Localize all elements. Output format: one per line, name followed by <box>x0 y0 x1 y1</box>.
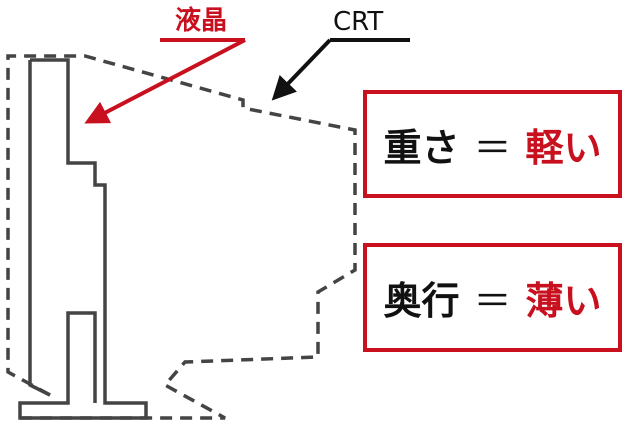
lcd-label: 液晶 <box>175 6 228 36</box>
lcd-outline <box>18 58 148 420</box>
weight-comparison-box: 重さ ＝ 軽い <box>363 90 622 198</box>
weight-value: 軽い <box>525 125 602 170</box>
crt-arrow <box>271 38 332 101</box>
crt-label: CRT <box>333 7 384 37</box>
lcd-arrow <box>84 38 246 124</box>
equals-sign: ＝ <box>473 125 512 170</box>
depth-attribute: 奥行 <box>383 279 460 323</box>
equals-sign: ＝ <box>473 279 512 323</box>
weight-attribute: 重さ <box>383 125 460 170</box>
depth-comparison-box: 奥行 ＝ 薄い <box>363 243 622 352</box>
crt-outline <box>6 54 357 420</box>
depth-value: 薄い <box>525 279 602 323</box>
lcd-panel-front <box>28 60 51 397</box>
